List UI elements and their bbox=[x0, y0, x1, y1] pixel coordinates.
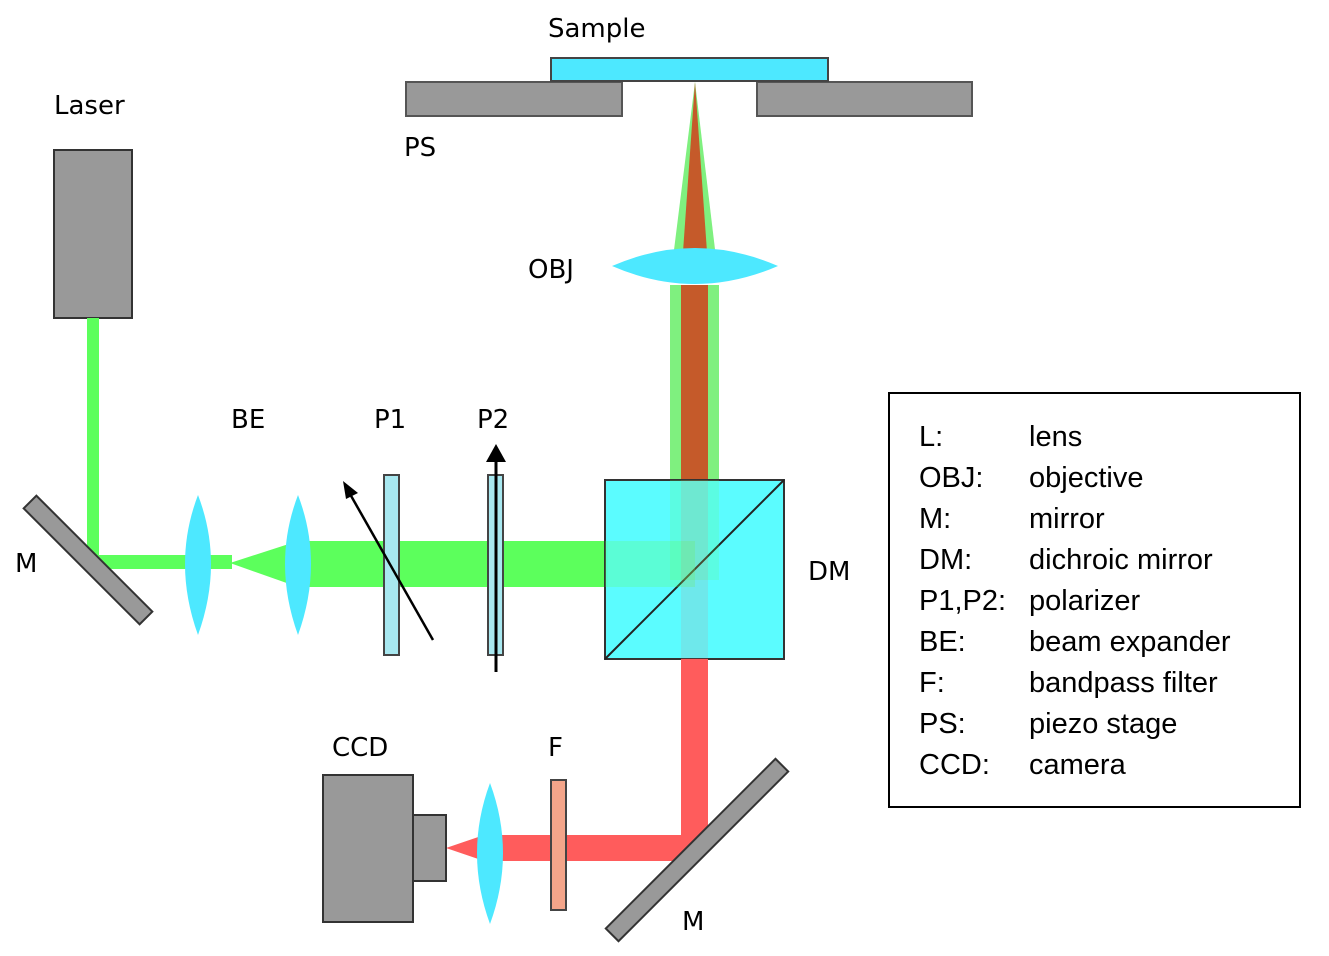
piezo-stage-left bbox=[405, 81, 623, 117]
bandpass-filter bbox=[550, 779, 567, 911]
label-p2: P2 bbox=[477, 405, 509, 435]
ccd-camera-body bbox=[322, 774, 414, 923]
mirror-bottom bbox=[604, 757, 790, 943]
label-mirror-bottom: M bbox=[682, 907, 704, 937]
emission-beam-horizontal bbox=[500, 835, 700, 861]
legend-abbr: F: bbox=[919, 667, 945, 699]
sample-slide bbox=[550, 57, 829, 82]
legend-abbr: OBJ: bbox=[919, 462, 983, 494]
excitation-beam-expanding bbox=[230, 541, 298, 587]
legend-box bbox=[888, 392, 1301, 808]
legend-abbr: P1,P2: bbox=[919, 585, 1006, 617]
excitation-beam-laser bbox=[87, 318, 99, 562]
label-laser: Laser bbox=[54, 91, 125, 121]
label-mirror-left: M bbox=[15, 549, 37, 579]
label-be: BE bbox=[231, 405, 265, 435]
label-ps: PS bbox=[404, 133, 436, 163]
be-lens-1 bbox=[185, 495, 211, 635]
label-ccd: CCD bbox=[332, 733, 388, 763]
legend-abbr: PS: bbox=[919, 708, 966, 740]
legend-desc: lens bbox=[1029, 421, 1082, 453]
emission-cone bbox=[682, 82, 708, 266]
legend-abbr: BE: bbox=[919, 626, 966, 658]
label-obj: OBJ bbox=[528, 255, 574, 285]
piezo-stage-right bbox=[756, 81, 973, 117]
label-sample: Sample bbox=[548, 14, 646, 44]
legend-desc: dichroic mirror bbox=[1029, 544, 1213, 576]
emission-beam-down bbox=[681, 659, 708, 847]
be-lens-2 bbox=[285, 495, 311, 635]
legend-desc: piezo stage bbox=[1029, 708, 1177, 740]
dichroic-mirror-diagonal bbox=[604, 479, 785, 660]
emission-beam-vertical bbox=[681, 285, 708, 480]
label-filter: F bbox=[548, 733, 563, 763]
excitation-beam-wide bbox=[298, 541, 608, 587]
p1-axis-line bbox=[348, 493, 435, 641]
legend-desc: objective bbox=[1029, 462, 1143, 494]
imaging-lens bbox=[477, 783, 503, 924]
laser-source bbox=[53, 149, 133, 319]
mirror-left bbox=[22, 494, 154, 626]
legend-abbr: M: bbox=[919, 503, 951, 535]
legend-desc: bandpass filter bbox=[1029, 667, 1218, 699]
legend-entries: L: lens OBJ: objective M: mirror DM: dic… bbox=[919, 421, 1231, 781]
legend-desc: polarizer bbox=[1029, 585, 1141, 617]
ccd-camera-mount bbox=[412, 814, 447, 882]
legend-desc: camera bbox=[1029, 749, 1127, 781]
excitation-in-cube bbox=[605, 541, 695, 587]
legend-desc: mirror bbox=[1029, 503, 1105, 535]
legend-abbr: DM: bbox=[919, 544, 972, 576]
legend-abbr: L: bbox=[919, 421, 943, 453]
p2-arrowhead-icon bbox=[486, 444, 506, 462]
p1-arrowhead-icon bbox=[343, 481, 358, 499]
label-dm: DM bbox=[808, 557, 850, 587]
label-p1: P1 bbox=[374, 405, 406, 435]
excitation-up-in-cube bbox=[670, 480, 719, 580]
objective-lens bbox=[612, 248, 778, 284]
emission-in-cube bbox=[681, 480, 708, 659]
legend-abbr: CCD: bbox=[919, 749, 990, 781]
legend-desc: beam expander bbox=[1029, 626, 1231, 658]
